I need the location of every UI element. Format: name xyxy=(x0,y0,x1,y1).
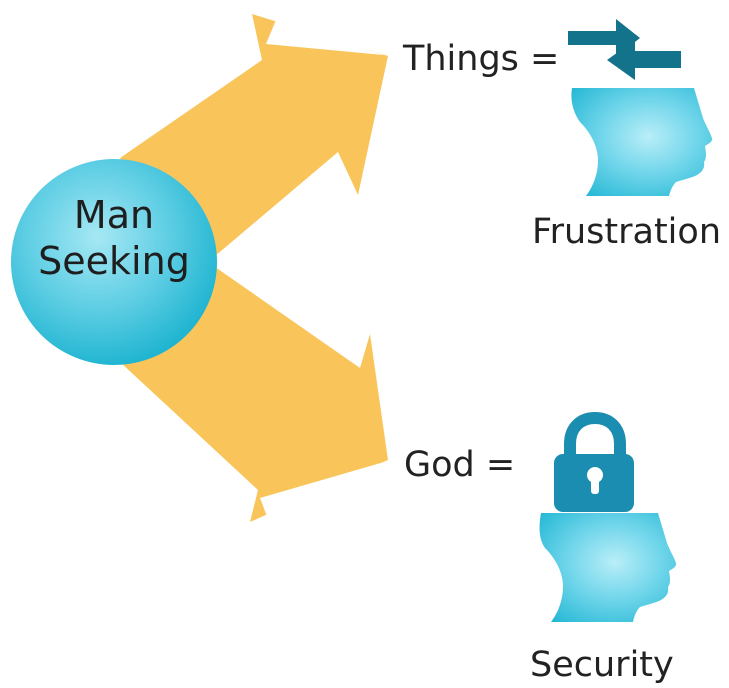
things-label: Things = xyxy=(403,39,560,79)
swap-arrows-icon xyxy=(568,19,681,80)
man-seeking-label: Man Seeking xyxy=(14,192,214,284)
man-seeking-line1: Man xyxy=(73,193,155,237)
security-label: Security xyxy=(530,645,674,685)
security-head-icon xyxy=(539,513,677,622)
god-label: God = xyxy=(404,445,516,485)
man-seeking-line2: Seeking xyxy=(38,239,190,283)
frustration-label: Frustration xyxy=(532,212,721,252)
padlock-icon xyxy=(554,411,634,512)
man-seeking-circle xyxy=(11,159,217,365)
arrow-to-god-highlight xyxy=(260,462,384,519)
arrow-to-things-highlight xyxy=(266,20,384,55)
frustration-head-icon xyxy=(571,88,713,196)
